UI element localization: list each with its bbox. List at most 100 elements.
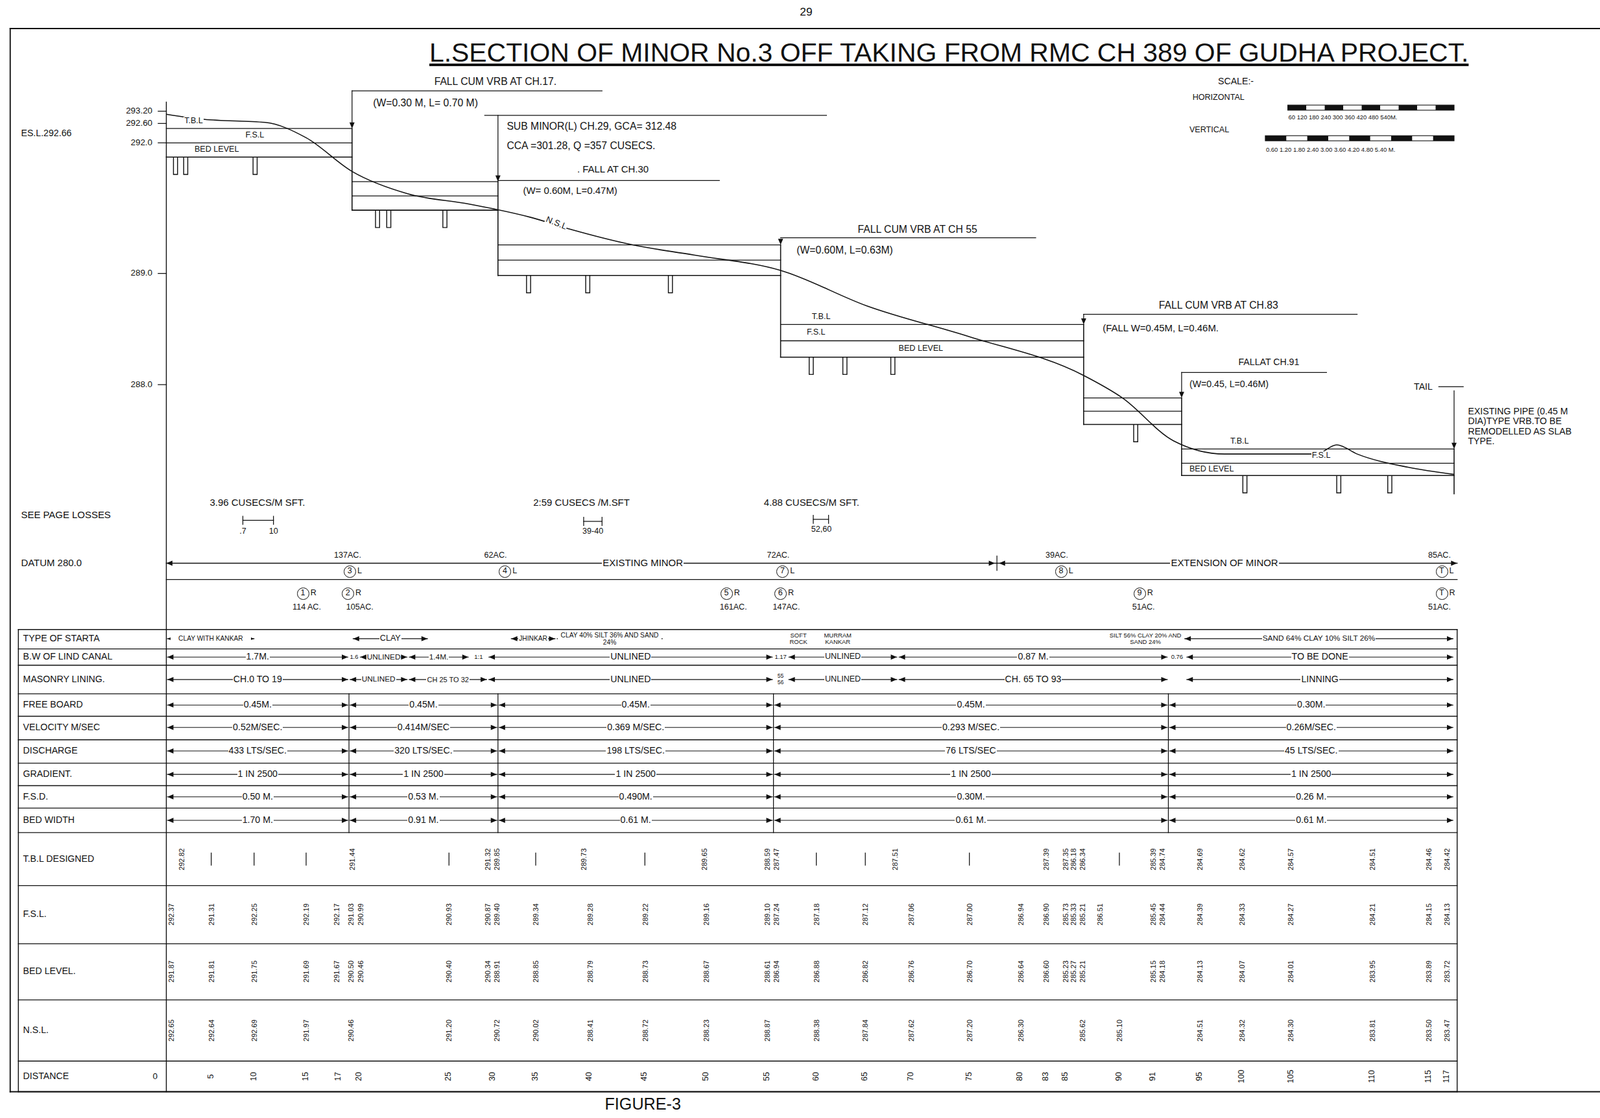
arrow-head [766,794,773,800]
level-tick [158,110,167,112]
arrow-head [350,771,357,777]
chainage-value: 117 [1442,1069,1452,1084]
fsl-value: 285.33 [1069,902,1078,927]
table-rule [18,999,1457,1001]
fsl-value: 287.00 [965,902,974,927]
table-cell: 198 LTS/SEC. [605,745,665,757]
table-cell: MURRAM KANKAR [816,632,859,646]
profile-note: HORIZONTAL [1192,93,1246,103]
chainage-value: 115 [1424,1069,1434,1084]
chainage-value: 105 [1286,1068,1296,1084]
profile-note: T.B.L [183,116,204,126]
fsl-value: 291.03 [346,902,355,927]
profile-note: SEE PAGE LOSSES [20,509,111,521]
tbl-value: 284.57 [1286,847,1295,872]
scale-bar-division [1391,135,1412,141]
outlet-circle: 8L39AC. [1055,565,1068,578]
profile-note: CCA =301.28, Q =357 CUSECS. [505,140,656,152]
outlet-area: 72AC. [766,551,790,561]
profile-note: SCALE:- [1217,76,1255,87]
profile-note: FALL CUM VRB AT CH.17. [433,75,558,87]
outlet-circle: 7L72AC. [776,565,789,578]
table-rule [18,832,1457,833]
callout-line [484,114,827,116]
nsl-value: 285.62 [1078,1018,1087,1043]
table-cell: CLAY 40% SILT 36% AND SAND 24% [557,631,661,647]
level-axis [166,101,167,630]
table-rule [18,885,1457,886]
fall-line [1083,324,1085,425]
chainage-value: 100 [1237,1068,1247,1084]
bed-level-value: 291.67 [332,959,341,984]
arrow-head [1081,318,1087,325]
arrow-head [498,771,505,777]
table-rule [773,693,774,833]
fsl-value: 284.39 [1195,902,1204,927]
bed-level-value: 286.64 [1016,959,1025,984]
table-cell: UNLINED [361,675,397,684]
bed-level-value: 286.76 [907,959,916,984]
tbl-value: 286.18 [1069,847,1078,872]
row-header: BED WIDTH [22,815,76,826]
chainage-value: 50 [701,1071,711,1082]
profile-note: (FALL W=0.45M, L=0.46M. [1101,322,1220,334]
chainage-value: 20 [354,1071,364,1082]
scale-bar-division [1288,105,1307,111]
chainage-value: 40 [585,1071,595,1082]
bed-line [498,274,781,277]
outlet-number: 4 [502,566,508,576]
arrow-head [774,748,781,754]
outlet-area: 147AC. [772,603,800,613]
table-cell: 0.87 M. [1016,651,1049,663]
profile-note: 2:59 CUSECS /M.SFT [532,497,631,508]
nsl-value: 291.20 [444,1018,453,1043]
fsl-value: 292.25 [250,902,259,927]
arrow-head [490,771,497,777]
nsl-value: 291.97 [302,1018,311,1043]
fsl-value: 287.24 [772,902,781,927]
outlet-area: 51AC. [1428,603,1451,613]
arrow-head [498,794,505,800]
fsl-value: 289.16 [702,902,711,927]
table-cell: 1.4M. [428,653,450,662]
arrow-head [490,702,497,708]
leader-line [1438,386,1464,388]
arrow-head [409,654,416,660]
outlet-side: L [1068,566,1074,576]
fsl-value: 289.40 [492,902,501,927]
arrow-head [350,817,357,824]
chainage-value: 45 [640,1071,650,1082]
table-rule [18,943,1457,945]
table-cell: CLAY [379,634,402,644]
profile-note: 4.88 CUSECS/M SFT. [763,497,860,508]
bed-level-value: 286.60 [1042,959,1051,984]
callout-line [352,90,602,91]
tbl-value: 291.32 [483,847,492,872]
profile-note: (W=0.45, L=0.46M) [1188,379,1270,390]
scale-bar-division [1435,105,1455,111]
fsl-line [1181,463,1455,464]
tbl-value: 284.69 [1195,847,1204,872]
table-cell: 433 LTS/SEC. [228,745,288,757]
profile-note: FALL CUM VRB AT CH.83 [1158,299,1279,311]
callout-line [1181,372,1182,393]
arrow-head [400,654,407,660]
profile-note: T.B.L [1229,437,1250,447]
arrow-head [489,677,495,683]
bed-level-value: 288.73 [640,959,649,984]
pier-symbol [809,357,814,375]
table-rule [18,807,1457,809]
chainage-value: 110 [1367,1069,1377,1084]
row-header: VELOCITY M/SEC [22,722,102,733]
tbl-value: 284.46 [1424,847,1433,872]
bed-level-value: 288.67 [702,959,711,984]
fsl-value: 291.31 [207,902,216,927]
table-cell: 0.61 M. [954,815,987,826]
chainage-value: 17 [334,1071,344,1082]
table-cell: 0.26M/SEC. [1286,722,1337,733]
table-cell: 0.369 M/SEC. [606,722,665,733]
table-cell: CH. 65 TO 93 [1004,674,1063,685]
outlet-area: 51AC. [1132,603,1156,613]
tbl-value: 289.73 [579,847,588,872]
bed-level-value: 288.79 [585,959,594,984]
